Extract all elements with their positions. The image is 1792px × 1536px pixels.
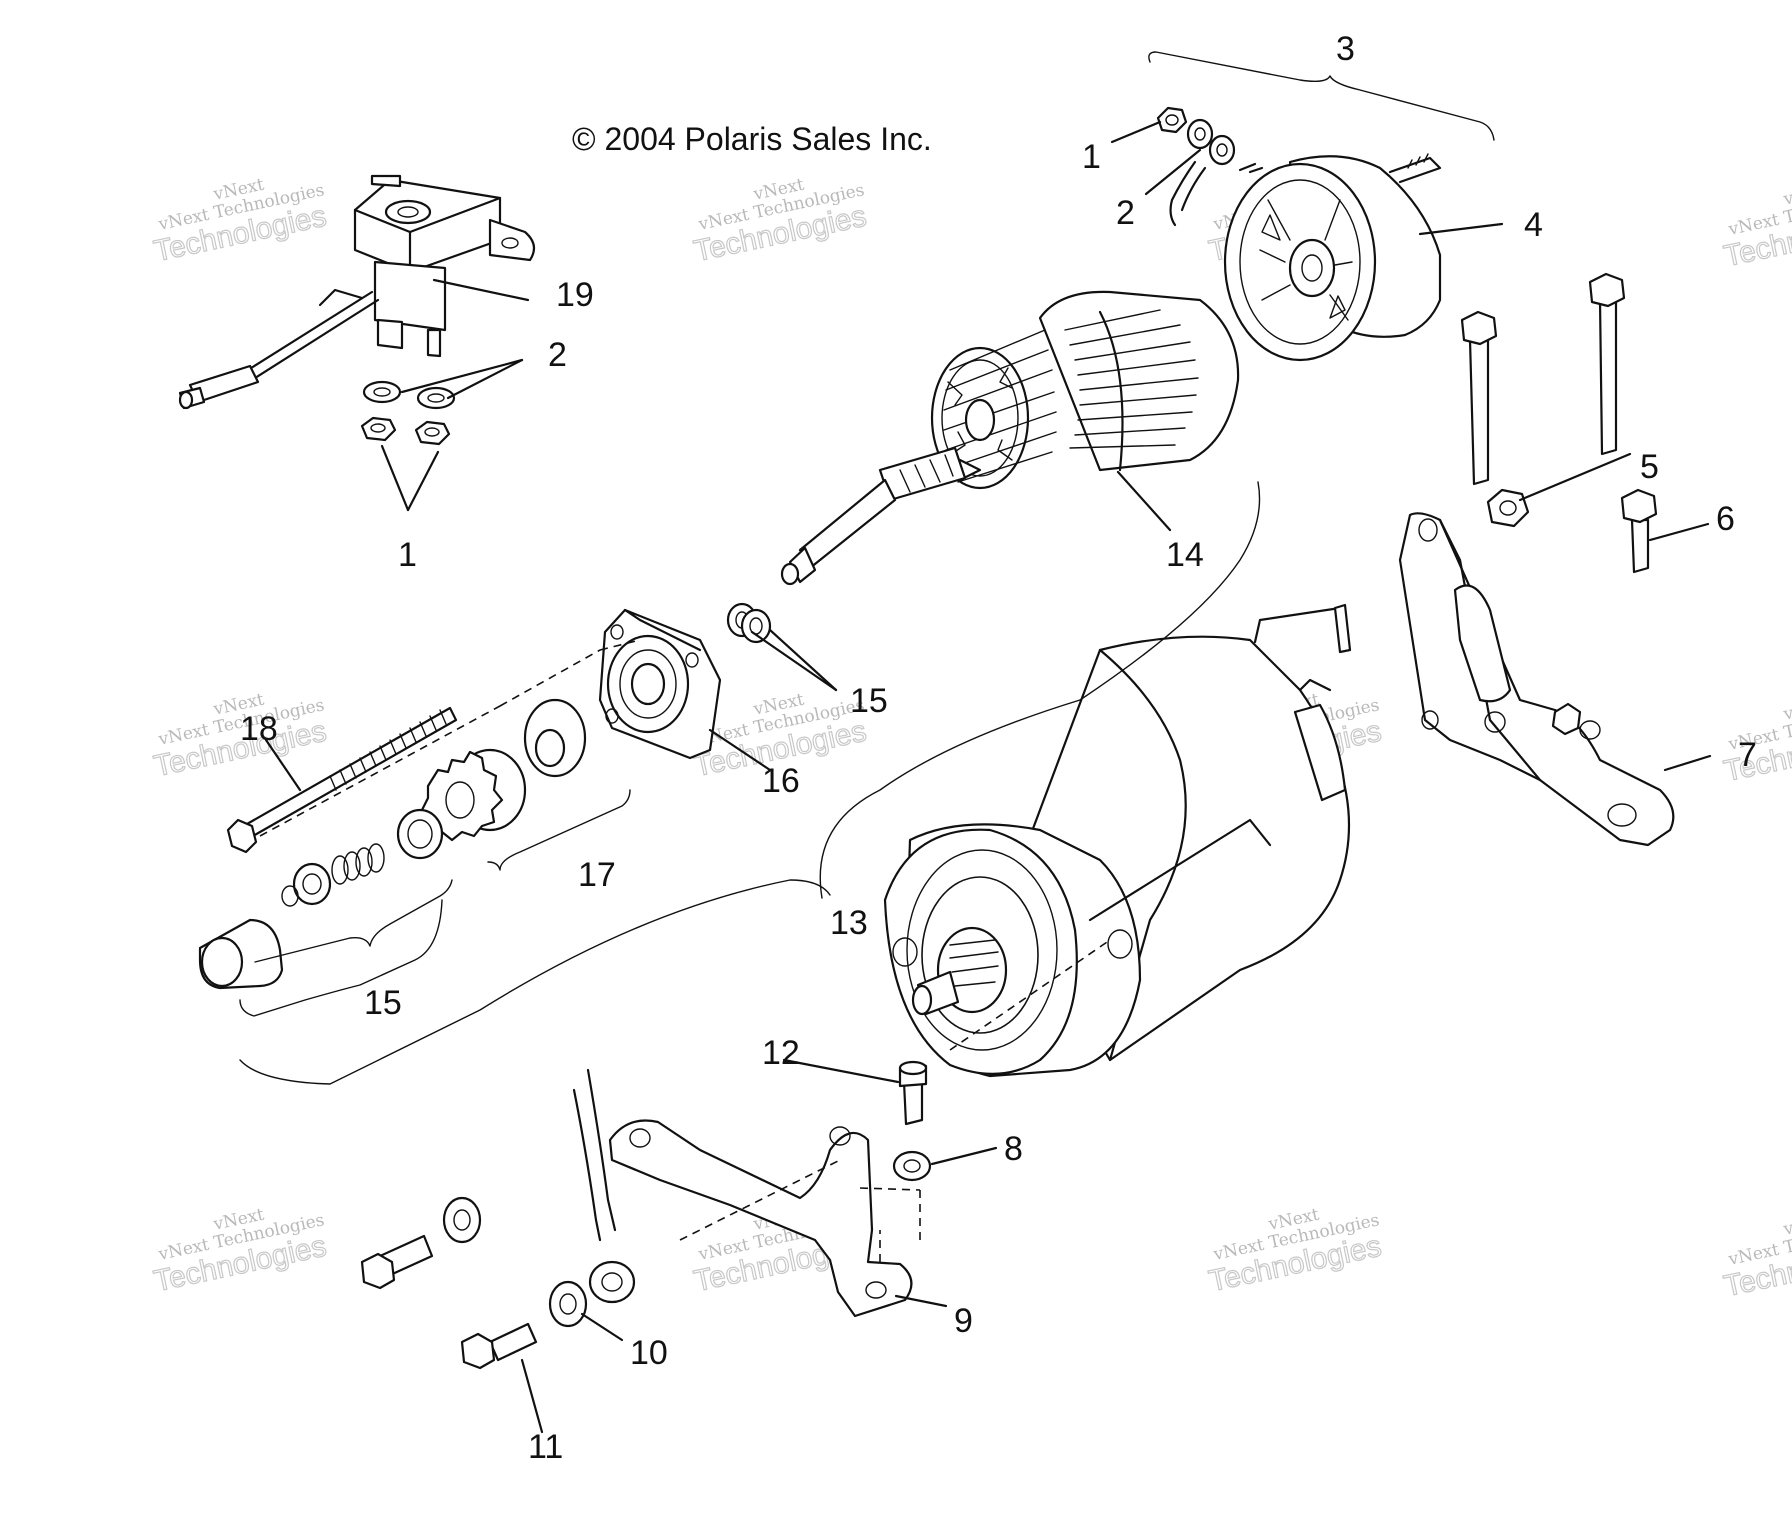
- bolt-12: [898, 1060, 928, 1126]
- callout-2-top: 2: [1116, 194, 1135, 232]
- callout-5: 5: [1640, 448, 1659, 486]
- bushing: [523, 698, 587, 778]
- callout-9: 9: [954, 1302, 973, 1340]
- callout-4: 4: [1524, 206, 1543, 244]
- callout-3: 3: [1336, 30, 1355, 68]
- callout-6: 6: [1716, 500, 1735, 538]
- armature-14: [780, 290, 1240, 586]
- watermark: vNext vNext Technologies Technologies: [1720, 1210, 1792, 1304]
- bolt-set-top: [1460, 272, 1658, 574]
- watermark: vNext vNext Technologies Technologies: [1720, 180, 1792, 274]
- watermark-line1: vNext: [1781, 695, 1792, 725]
- end-cap-4: [1223, 153, 1442, 362]
- copyright-text: © 2004 Polaris Sales Inc.: [572, 121, 932, 157]
- bolt-11: [460, 1322, 538, 1370]
- leader-lines: [264, 120, 1712, 1434]
- washer-pair-2: [362, 380, 456, 410]
- callout-13: 13: [830, 904, 868, 942]
- spring-set-15: [198, 808, 444, 990]
- callout-10: 10: [630, 1334, 668, 1372]
- watermark: vNext vNext Technologies Technologies: [690, 175, 869, 269]
- washer-upper: [442, 1196, 482, 1244]
- watermark-line1: vNext: [1781, 1210, 1792, 1240]
- callout-15-lower: 15: [364, 984, 402, 1022]
- ground-bracket-9: [608, 1119, 913, 1318]
- grouping-brackets: [239, 51, 1495, 1262]
- callout-8: 8: [1004, 1130, 1023, 1168]
- watermark: vNext vNext Technologies Technologies: [150, 1205, 329, 1299]
- callout-2-solenoid: 2: [548, 336, 567, 374]
- callout-1-top: 1: [1082, 138, 1101, 176]
- callout-12: 12: [762, 1034, 800, 1072]
- nut-pair-1: [360, 416, 451, 446]
- starter-body-13: [883, 603, 1352, 1078]
- through-bolt-18: [226, 706, 458, 854]
- watermark: vNext vNext Technologies Technologies: [1205, 1205, 1384, 1299]
- callout-14: 14: [1166, 536, 1204, 574]
- callout-15-upper: 15: [850, 682, 888, 720]
- washer-10: [548, 1280, 588, 1328]
- callout-17: 17: [578, 856, 616, 894]
- watermark: vNext vNext Technologies Technologies: [150, 690, 329, 784]
- callout-1-solenoid: 1: [398, 536, 417, 574]
- solenoid-assembly: [178, 174, 536, 410]
- drive-gear-17: [420, 748, 527, 842]
- mounting-bracket-7: [1398, 512, 1675, 847]
- callout-19: 19: [556, 276, 594, 314]
- washer-pair-15-upper: [726, 602, 772, 644]
- watermark-line1: vNext: [1781, 180, 1792, 210]
- front-cover-16: [598, 608, 722, 760]
- end-cap-hardware: [1156, 106, 1236, 227]
- washer-8: [892, 1150, 932, 1182]
- bolt-upper: [360, 1234, 434, 1290]
- callout-16: 16: [762, 762, 800, 800]
- callout-18: 18: [240, 710, 278, 748]
- callout-11: 11: [528, 1428, 563, 1466]
- ground-cable: [572, 1068, 636, 1304]
- watermark: vNext vNext Technologies Technologies: [150, 175, 329, 269]
- callout-labels: 3 1 2 4 19 2 1 5 6 14 15 7 18 16 17 13 1…: [240, 30, 1757, 1466]
- callout-7: 7: [1738, 736, 1757, 774]
- nut-5: [1486, 488, 1530, 528]
